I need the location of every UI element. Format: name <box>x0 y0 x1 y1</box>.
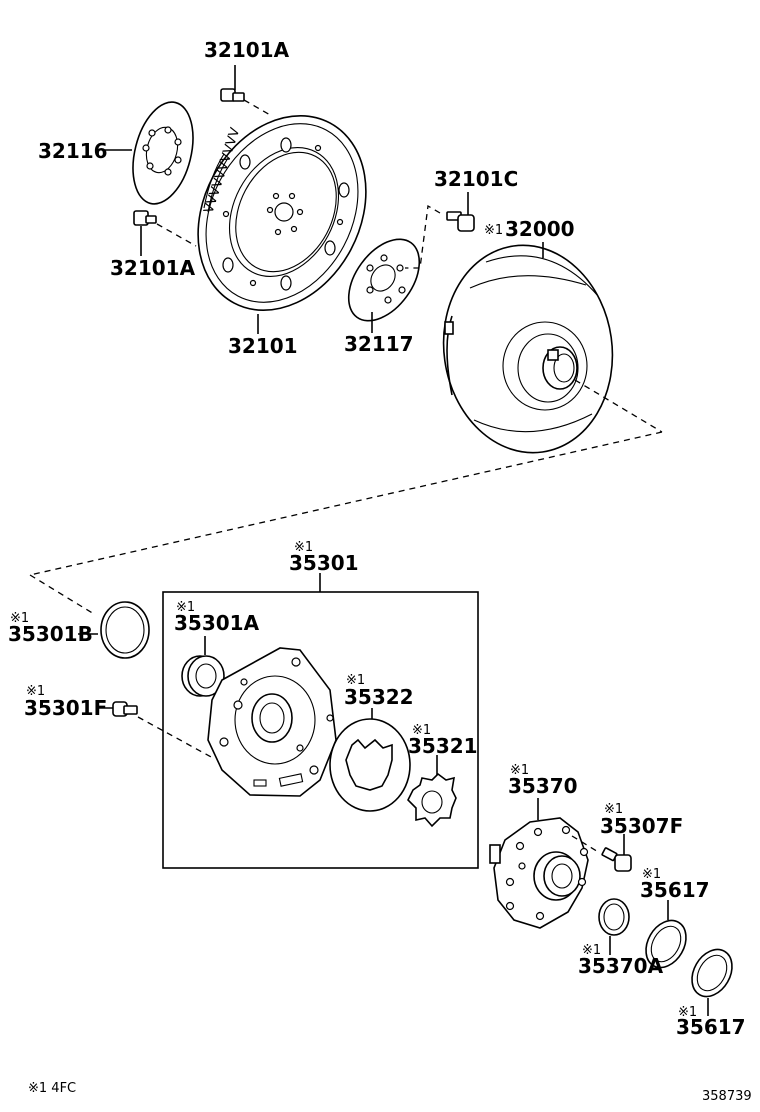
label-32101a-left: 32101A <box>110 256 196 280</box>
drive-plate-32101: VVVVVVVVVV <box>197 114 367 334</box>
label-35307f: 35307F <box>600 814 683 838</box>
label-35301f: 35301F <box>24 696 107 720</box>
spacer-32117 <box>347 238 421 333</box>
label-32116: 32116 <box>38 139 108 163</box>
ring-35617-b <box>691 948 733 1016</box>
label-35370a: 35370A <box>578 954 664 978</box>
label-32000: 32000 <box>505 217 575 241</box>
label-35321: 35321 <box>408 734 478 758</box>
mark-35370: ※1 <box>510 763 529 778</box>
seal-35301a <box>181 636 225 697</box>
ring-35617-a <box>645 900 687 969</box>
mark-35617-a: ※1 <box>642 867 661 882</box>
mark-35370a: ※1 <box>582 943 601 958</box>
oring-35370a <box>598 898 630 955</box>
label-35370: 35370 <box>508 774 578 798</box>
pump-assy-frame <box>162 591 479 869</box>
label-35301a: 35301A <box>174 611 260 635</box>
mark-35301: ※1 <box>294 540 313 555</box>
driven-gear-35322 <box>329 708 411 812</box>
mark-35307f: ※1 <box>604 802 623 817</box>
bolt-35307f <box>571 834 632 872</box>
bolt-35301f <box>98 701 214 759</box>
label-32101c: 32101C <box>434 167 518 191</box>
diagram-id: 358739 <box>702 1089 752 1104</box>
label-35617-b: 35617 <box>676 1015 746 1039</box>
bolt-32101c <box>405 192 475 269</box>
oring-35301b <box>29 574 150 659</box>
label-35322: 35322 <box>344 685 414 709</box>
label-35617-a: 35617 <box>640 878 710 902</box>
bolt-32101a-top <box>220 65 273 117</box>
pump-body-35370 <box>489 798 589 929</box>
drive-gear-35321 <box>407 755 457 828</box>
label-35301: 35301 <box>289 551 359 575</box>
mark-35321: ※1 <box>412 723 431 738</box>
bolt-32101a-left <box>133 210 197 256</box>
label-35301b: 35301B <box>8 622 93 646</box>
footnote: ※1 4FC <box>28 1081 76 1096</box>
label-32101a-top: 32101A <box>204 38 290 62</box>
mark-35322: ※1 <box>346 673 365 688</box>
mark-35301b: ※1 <box>10 611 29 626</box>
mark-32000: ※1 <box>484 223 503 238</box>
mark-35301f: ※1 <box>26 684 45 699</box>
mark-35617-b: ※1 <box>678 1005 697 1020</box>
label-32117: 32117 <box>344 332 414 356</box>
pump-cover <box>207 647 337 797</box>
torque-converter-32000 <box>29 242 663 576</box>
label-32101: 32101 <box>228 334 298 358</box>
mark-35301a: ※1 <box>176 600 195 615</box>
plate-32116 <box>105 101 194 205</box>
